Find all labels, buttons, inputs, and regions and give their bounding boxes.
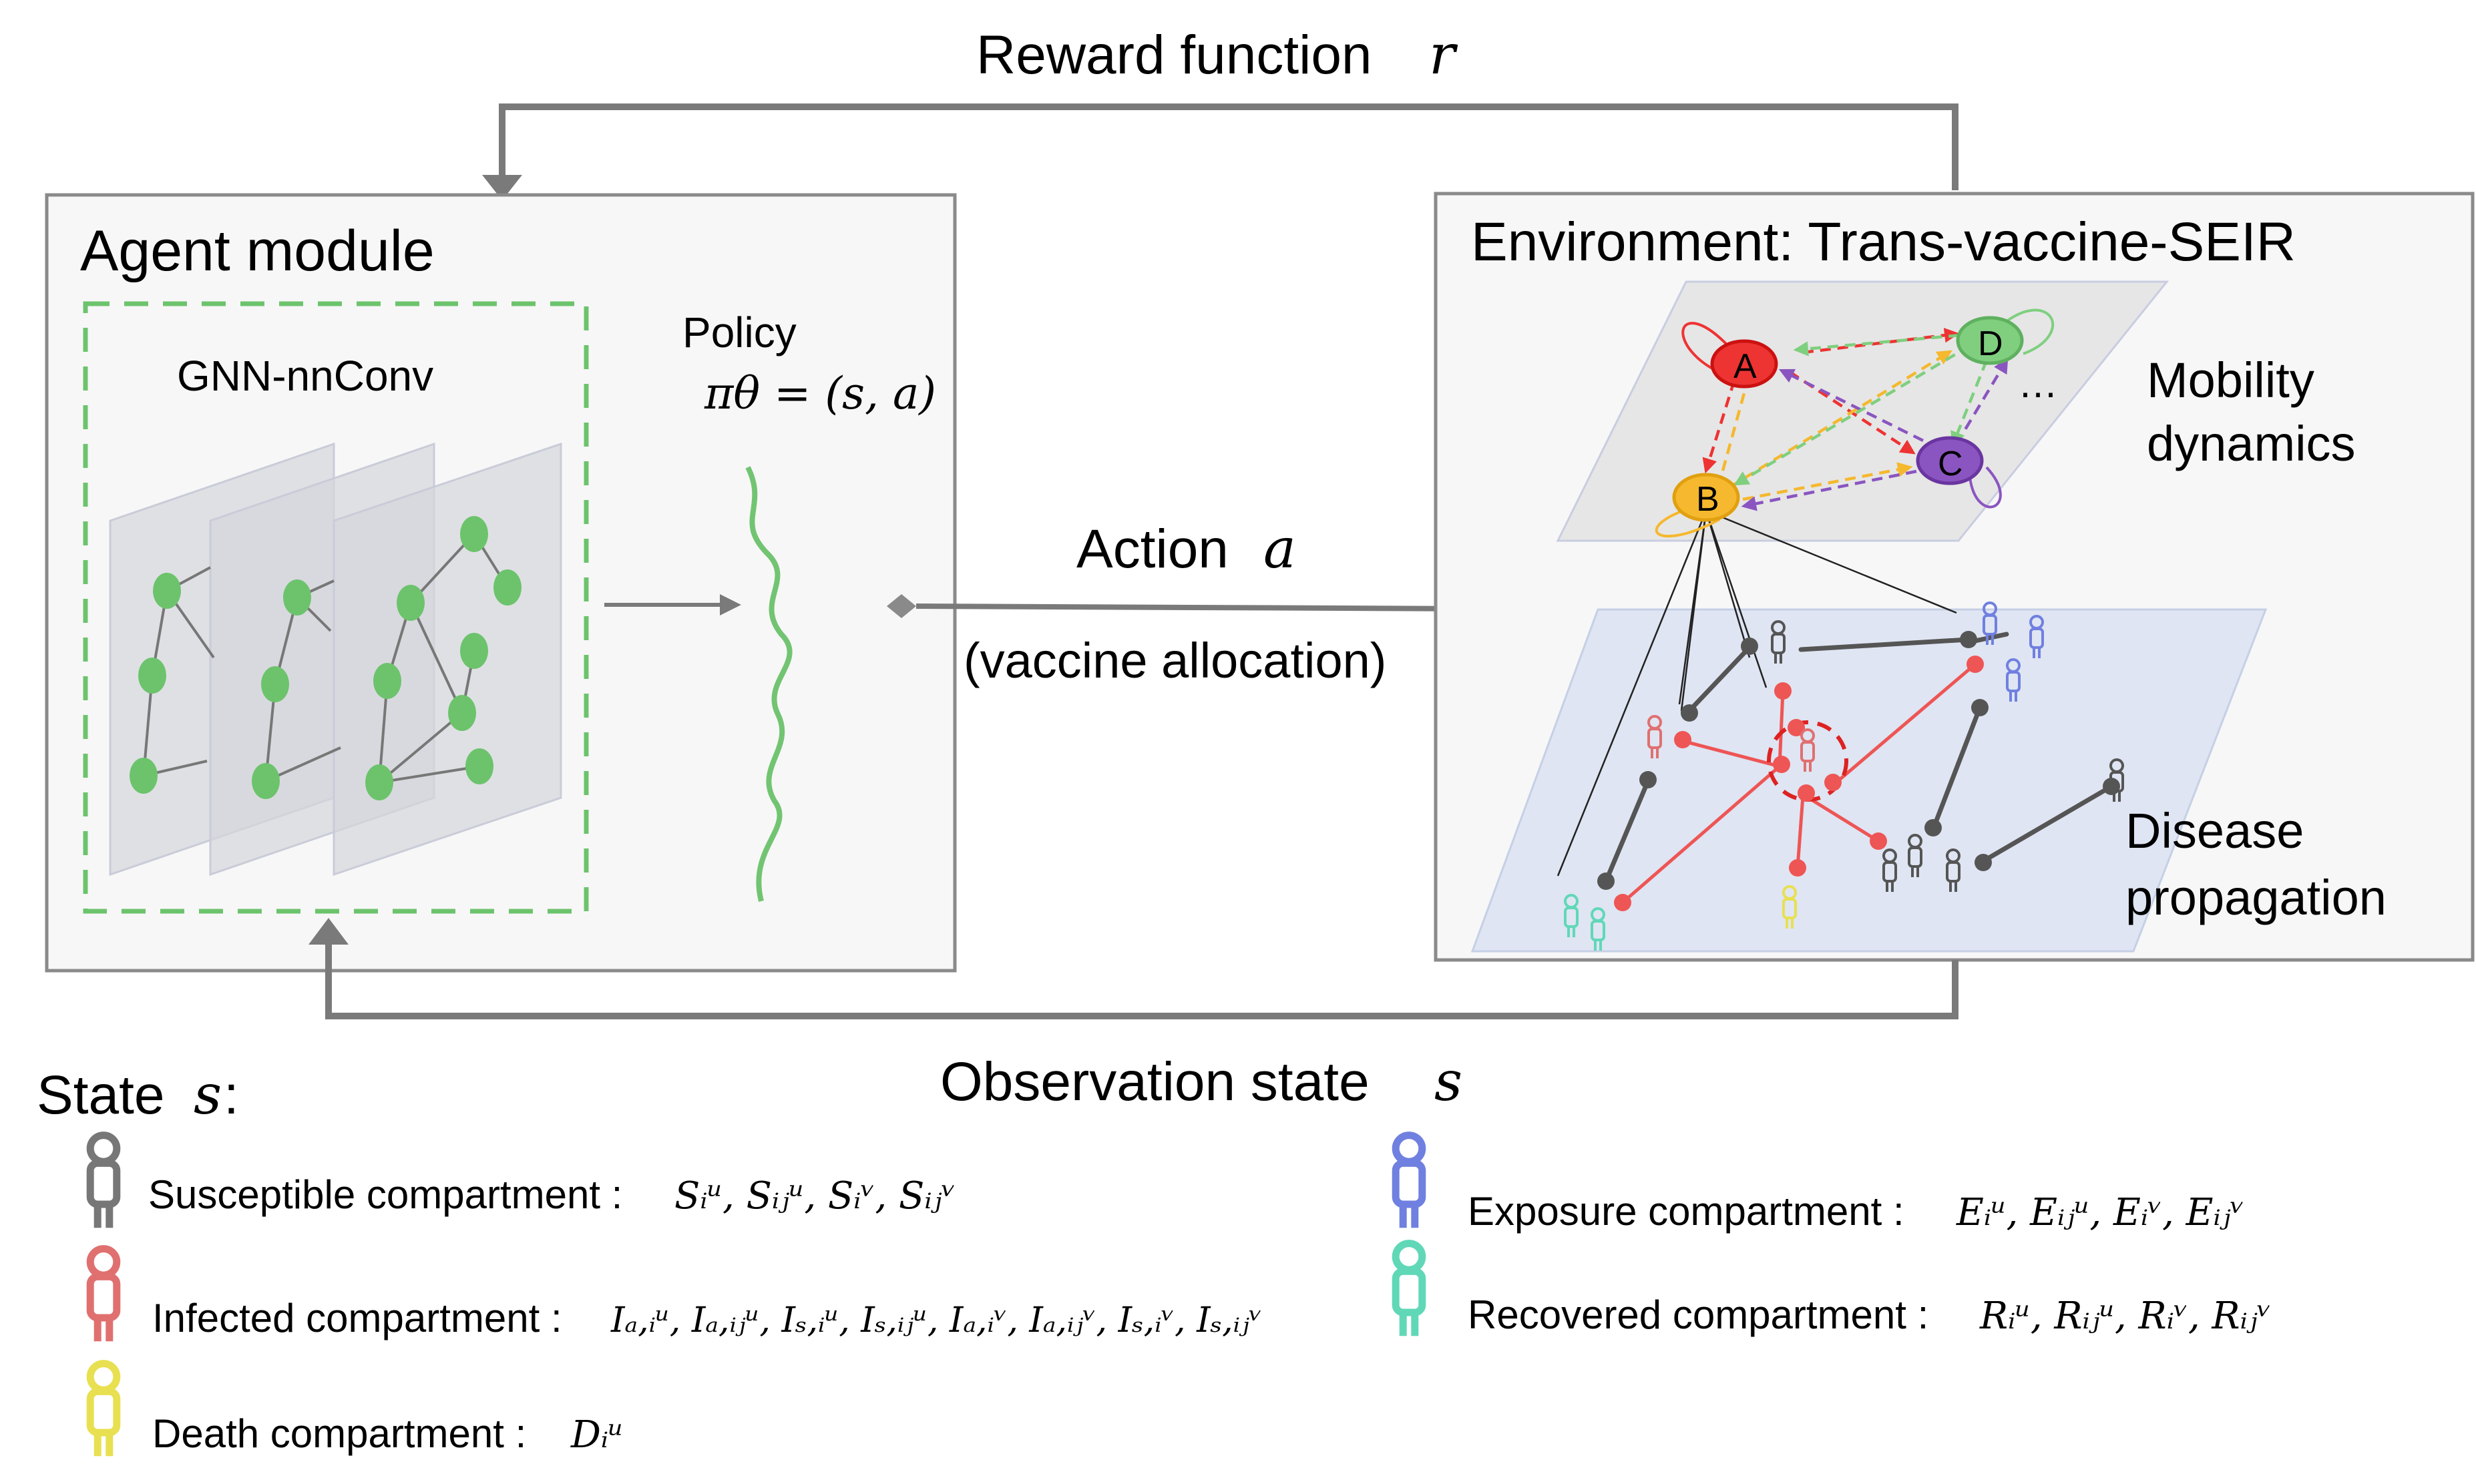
- gnn-node: [397, 585, 425, 621]
- svg-text:a: a: [1263, 517, 1296, 581]
- node-C: C: [1916, 436, 1984, 485]
- gnn-node: [365, 764, 393, 800]
- legend-infected-label: Infected compartment :: [152, 1296, 562, 1340]
- susceptible-person-icon: [86, 1132, 121, 1228]
- legend-exposure-label: Exposure compartment :: [1468, 1189, 1904, 1234]
- gnn-node: [465, 748, 493, 784]
- disease-dark-edges: [1603, 632, 2114, 884]
- observation-label: Observation state s: [940, 1050, 1462, 1114]
- gnn-node: [153, 573, 181, 609]
- svg-text:B: B: [1696, 480, 1719, 519]
- agent-module-title: Agent module: [80, 219, 435, 283]
- svg-text:State: State: [37, 1065, 164, 1126]
- disease-people: [1564, 601, 2124, 951]
- gnn-label: GNN-nnConv: [177, 352, 433, 400]
- node-D: D: [1956, 316, 2024, 365]
- action-sublabel: (vaccine allocation): [964, 633, 1386, 688]
- state-heading: State s :: [37, 1063, 239, 1127]
- svg-text:s: s: [194, 1063, 222, 1127]
- svg-text::: :: [224, 1065, 239, 1126]
- action-arrow: [887, 593, 1501, 625]
- action-label: Action a: [1076, 517, 1296, 581]
- legend-death-label: Death compartment :: [152, 1411, 526, 1456]
- legend-susceptible-formula: Sᵢᵘ, Sᵢⱼᵘ, Sᵢᵛ, Sᵢⱼᵛ: [674, 1174, 956, 1218]
- gnn-node: [283, 579, 311, 615]
- environment-title: Environment: Trans-vaccine-SEIR: [1471, 212, 2296, 272]
- legend-recovered-formula: Rᵢᵘ, Rᵢⱼᵘ, Rᵢᵛ, Rᵢⱼᵛ: [1979, 1294, 2272, 1338]
- legend-death-formula: Dᵢᵘ: [570, 1413, 624, 1457]
- gnn-node: [138, 658, 166, 694]
- death-person-icon: [86, 1360, 121, 1457]
- gnn-node: [460, 516, 488, 552]
- mobility-label-line1: Mobility: [2147, 352, 2314, 408]
- svg-text:C: C: [1938, 445, 1963, 483]
- gnn-layers: [109, 442, 562, 877]
- policy-label: Policy: [682, 308, 797, 356]
- mobility-edges: [1702, 328, 2009, 511]
- mobility-to-disease-lines: [1557, 509, 1957, 877]
- gnn-node: [130, 758, 158, 794]
- legend-susceptible-label: Susceptible compartment :: [148, 1172, 622, 1217]
- gnn-node: [448, 695, 476, 731]
- policy-curve: [745, 466, 793, 902]
- node-B: B: [1672, 473, 1740, 522]
- legend-icons: [86, 1132, 1426, 1457]
- gnn-dashed-box: [83, 301, 589, 914]
- svg-text:Observation state: Observation state: [940, 1051, 1370, 1112]
- legend-infected-formula: Iₐ,ᵢᵘ, Iₐ,ᵢⱼᵘ, Iₛ,ᵢᵘ, Iₛ,ᵢⱼᵘ, Iₐ,ᵢᵛ, Iₐ,…: [610, 1300, 1262, 1340]
- gnn-node: [460, 633, 488, 669]
- gnn-to-policy-arrow: [604, 594, 741, 615]
- infected-person-icon: [86, 1245, 121, 1342]
- policy-formula: πθ = (s, a): [704, 368, 936, 419]
- mobility-label-line2: dynamics: [2147, 416, 2356, 471]
- disease-infected-edges: [1621, 663, 1977, 904]
- gnn-node: [493, 569, 522, 605]
- disease-dots: [1597, 631, 2120, 911]
- disease-label-line2: propagation: [2125, 870, 2387, 925]
- svg-text:D: D: [1978, 324, 2003, 363]
- exposure-person-icon: [1392, 1132, 1426, 1228]
- gnn-node: [252, 763, 280, 799]
- recovered-person-icon: [1392, 1240, 1426, 1336]
- mobility-self-loops: [1655, 308, 2055, 538]
- svg-text:r: r: [1429, 23, 1458, 87]
- legend-exposure-formula: Eᵢᵘ, Eᵢⱼᵘ, Eᵢᵛ, Eᵢⱼᵛ: [1956, 1191, 2244, 1234]
- more-nodes-ellipsis: …: [2018, 361, 2058, 406]
- gnn-node: [373, 663, 401, 699]
- svg-text:Action: Action: [1076, 519, 1229, 579]
- reward-loop-arrow: [482, 103, 1958, 200]
- observation-loop-arrow: [308, 918, 1958, 1019]
- legend-recovered-label: Recovered compartment :: [1468, 1292, 1928, 1337]
- reward-label: Reward function r: [976, 23, 1458, 87]
- disease-label-line1: Disease: [2125, 803, 2304, 858]
- svg-text:A: A: [1733, 347, 1757, 386]
- svg-text:Reward function: Reward function: [976, 25, 1372, 85]
- disease-plane: [1470, 608, 2268, 953]
- node-A: A: [1710, 339, 1778, 389]
- svg-text:s: s: [1434, 1050, 1462, 1114]
- gnn-node: [261, 666, 289, 702]
